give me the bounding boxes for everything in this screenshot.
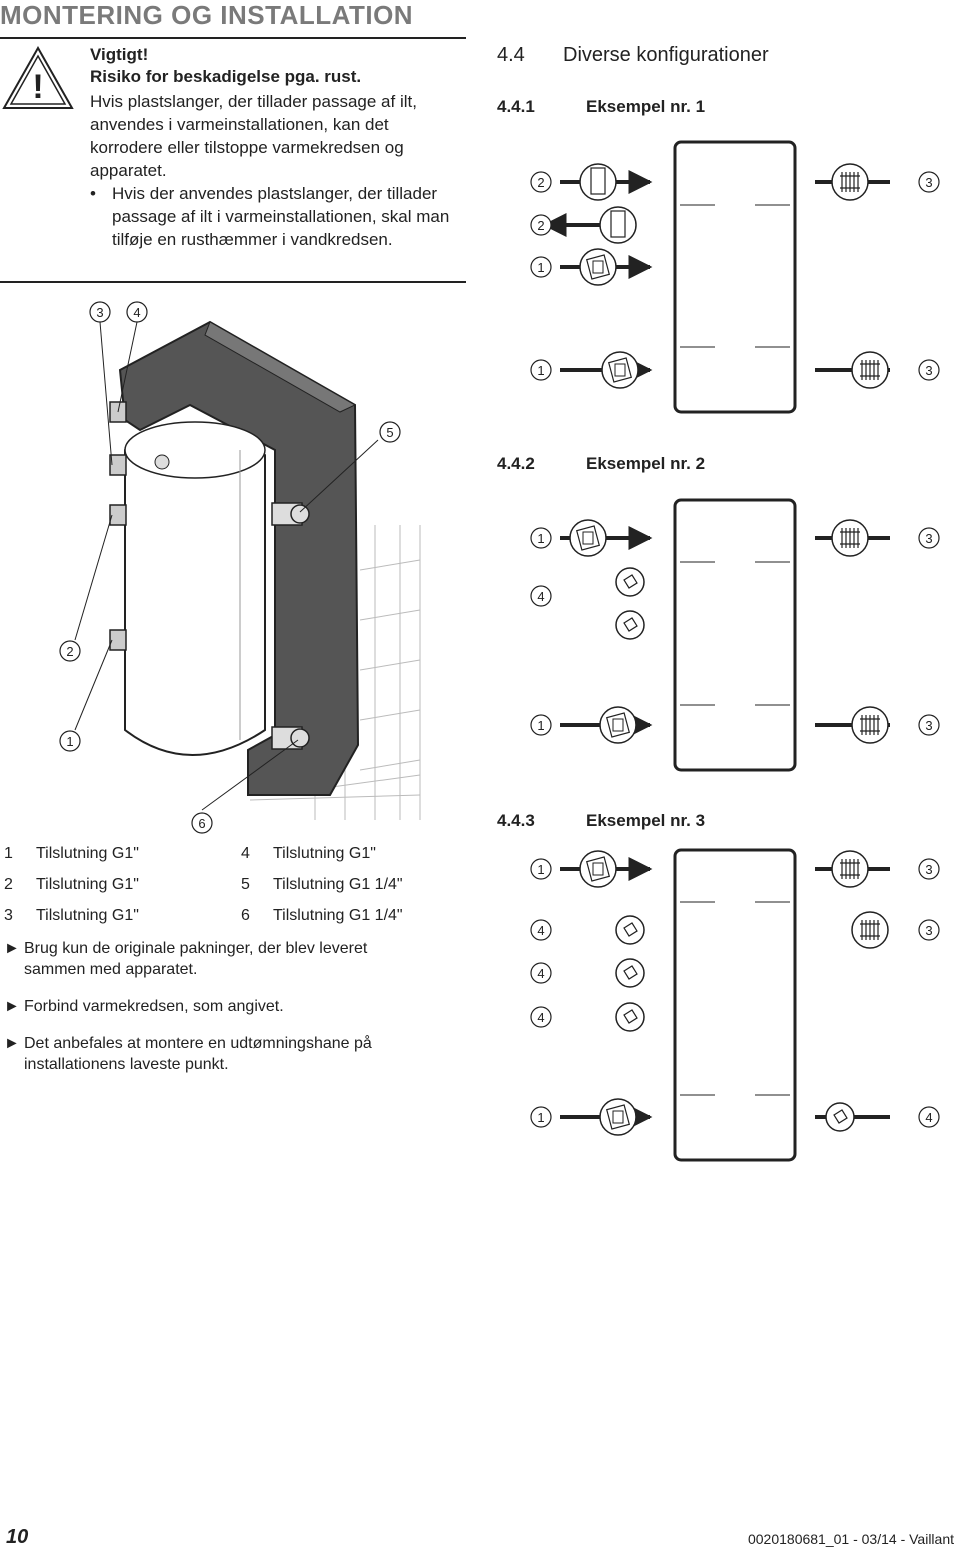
bullet-dot: • [90,184,96,203]
callout-1 [59,730,81,752]
tank-outline [673,848,797,1162]
svg-text:!: ! [32,68,43,106]
callout-4 [126,301,148,323]
callout-6 [191,812,213,834]
installation-figure: 3 4 5 2 1 6 [59,301,421,834]
warning-heading: Vigtigt! [90,45,149,64]
example-1-diagram: 2 2 1 3 1 3 [530,140,940,414]
callout-label: 1 [537,862,544,877]
page-number: 10 [6,1526,29,1548]
callout-5 [379,421,401,443]
tank-outline [673,140,797,414]
play-arrow-icon: ► [4,998,20,1015]
page-header: MONTERING OG INSTALLATION [0,0,414,30]
callout-label: 3 [925,718,932,733]
play-arrow-icon: ► [4,1035,20,1052]
callout-label: 4 [537,1010,544,1025]
callout-label: 6 [198,816,205,831]
callout-label: 1 [537,718,544,733]
callout-label: 3 [925,923,932,938]
callout-label: 4 [133,305,140,320]
example-3-diagram: 1 3 3 4 4 4 1 4 [530,848,940,1162]
callout-label: 2 [66,644,73,659]
callout-label: 4 [537,923,544,938]
callout-label: 3 [925,862,932,877]
warning-body: Hvis plastslanger, der tillader passage … [90,92,417,180]
callout-labels: 3 4 5 2 1 6 [66,305,393,831]
callout-label: 4 [537,966,544,981]
example-2-diagram: 1 3 4 1 3 [530,498,940,772]
callout-label: 1 [537,1110,544,1125]
warning-title: Vigtigt! Risiko for beskadigelse pga. ru… [90,44,361,88]
callout-label: 1 [537,363,544,378]
callout-label: 3 [925,175,932,190]
callout-3 [89,301,111,323]
callout-label: 1 [537,531,544,546]
tank-outline [673,498,797,772]
instruction-3: ► Det anbefales at montere en udtømnings… [4,1035,372,1073]
callout-label: 2 [537,175,544,190]
instruction-2: ► Forbind varmekredsen, som angivet. [4,998,284,1015]
callout-label: 3 [925,531,932,546]
callout-label: 3 [925,363,932,378]
document-reference: 0020180681_01 - 03/14 - Vaillant [747,1531,954,1547]
callout-label: 1 [537,260,544,275]
callout-label: 4 [925,1110,932,1125]
callout-label: 5 [386,425,393,440]
left-fittings [109,401,127,651]
right-fittings [271,502,310,750]
warning-box [0,37,466,283]
figure-callouts [59,301,401,834]
warning-subheading: Risiko for beskadigelse pga. rust. [90,67,362,86]
callout-label: 3 [96,305,103,320]
callout-2 [59,640,81,662]
warning-triangle-icon: ! [2,46,74,109]
callout-label: 4 [537,589,544,604]
instruction-1: ► Brug kun de originale pakninger, der b… [4,940,368,978]
callout-label: 1 [66,734,73,749]
callout-leaders [74,321,379,811]
warning-bullet-text: Hvis der anvendes plastslanger, der till… [112,184,450,249]
callout-label: 2 [537,218,544,233]
play-arrow-icon: ► [4,940,20,957]
